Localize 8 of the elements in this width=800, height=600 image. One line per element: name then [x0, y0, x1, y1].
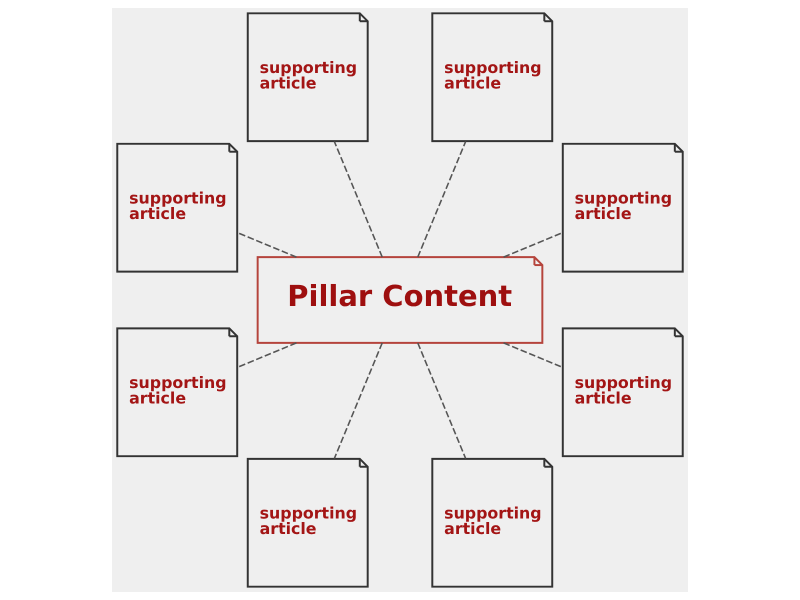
connector	[237, 232, 297, 258]
connector	[334, 342, 383, 459]
connector	[334, 141, 383, 258]
connector	[237, 342, 297, 368]
connector	[503, 232, 563, 258]
connector	[417, 141, 466, 258]
connector	[503, 342, 563, 368]
connector	[417, 342, 466, 459]
